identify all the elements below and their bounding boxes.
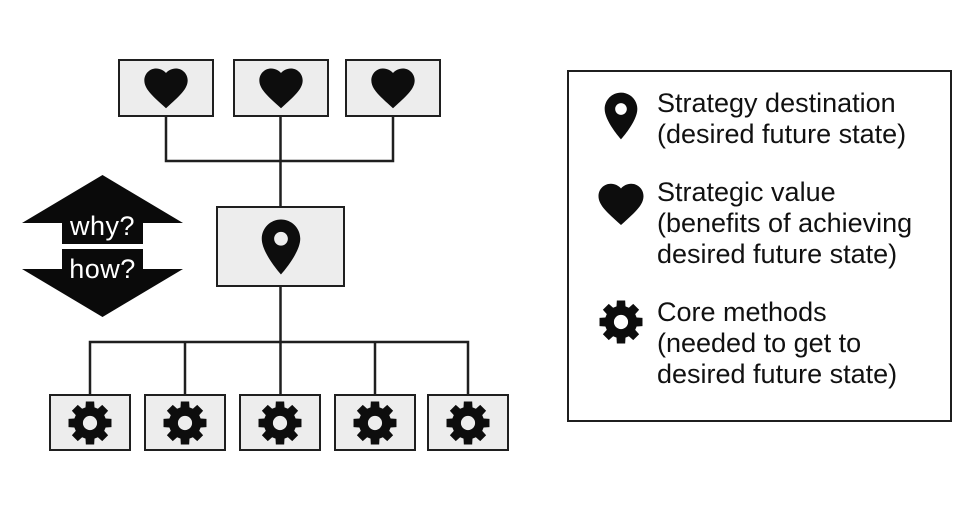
legend-label-line: (benefits of achieving (657, 208, 913, 238)
heart-icon (598, 183, 644, 226)
legend-item-strategy-destination: Strategy destination (desired future sta… (585, 88, 942, 150)
heart-icon (371, 68, 415, 109)
core-method-node-3 (239, 394, 321, 451)
legend-label-line: (needed to get to (657, 328, 862, 358)
location-pin-icon (604, 92, 638, 140)
legend-label-line: Strategic value (657, 177, 836, 207)
gear-icon (258, 401, 302, 444)
strategic-value-node-1 (118, 59, 214, 117)
strategic-value-node-3 (345, 59, 441, 117)
gear-icon (163, 401, 207, 444)
legend-label-line: desired future state) (657, 239, 898, 269)
methods-bus-connector (88, 340, 470, 396)
heart-icon (144, 68, 188, 109)
location-pin-icon (261, 219, 300, 274)
gear-icon (599, 300, 643, 344)
how-arrow-label: how? (69, 254, 136, 284)
legend-label-line: desired future state) (657, 359, 898, 389)
legend-item-strategic-value: Strategic value (benefits of achieving d… (585, 177, 942, 270)
how-down-arrow-icon (22, 249, 183, 317)
why-arrow-label: why? (69, 211, 136, 241)
gear-icon (353, 401, 397, 444)
legend-label-line: Core methods (657, 297, 827, 327)
core-method-node-2 (144, 394, 226, 451)
core-method-node-4 (334, 394, 416, 451)
gear-icon (68, 401, 112, 444)
core-method-node-5 (427, 394, 509, 451)
core-method-node-1 (49, 394, 131, 451)
legend-item-core-methods: Core methods (needed to get to desired f… (585, 297, 942, 390)
why-up-arrow-icon (22, 175, 183, 244)
legend: Strategy destination (desired future sta… (567, 70, 952, 422)
legend-label-line: Strategy destination (657, 88, 896, 118)
legend-label-line: (desired future state) (657, 119, 907, 149)
gear-icon (446, 401, 490, 444)
strategy-destination-node (216, 206, 345, 287)
heart-icon (259, 68, 303, 109)
strategic-value-node-2 (233, 59, 329, 117)
